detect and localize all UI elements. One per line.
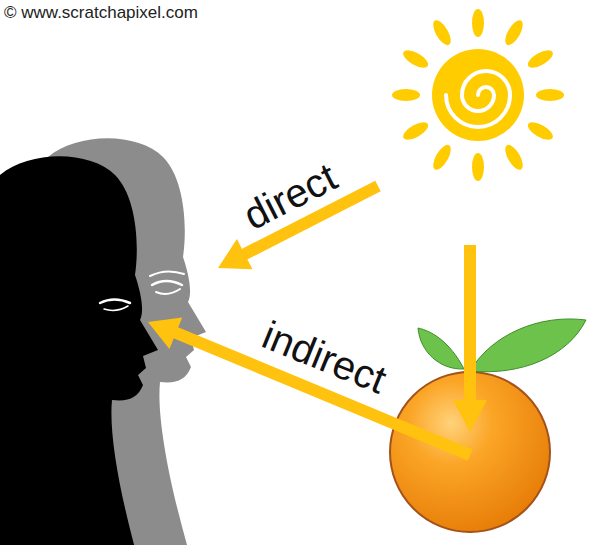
leaf <box>470 319 586 372</box>
sun-disc <box>432 49 524 141</box>
grey-eye <box>152 281 182 285</box>
sun-ray <box>430 142 454 172</box>
black-eye-lid <box>104 306 128 310</box>
sun-ray <box>392 89 420 101</box>
black-eye <box>100 300 130 304</box>
direct-arrow-head <box>218 239 253 269</box>
black-head-silhouette <box>0 156 158 545</box>
sun-ray <box>472 9 484 37</box>
sun-ray <box>430 18 454 48</box>
grey-eyebrow <box>150 271 184 276</box>
light-arrows <box>148 186 487 455</box>
watermark-text: © www.scratchapixel.com <box>4 3 198 22</box>
sun <box>392 9 564 181</box>
sun-ray <box>502 142 526 172</box>
sun-ray <box>536 89 564 101</box>
sun-ray <box>401 47 431 71</box>
sun-spiral <box>446 71 510 127</box>
sun-ray <box>525 47 555 71</box>
indirect-arrow-head <box>148 318 182 349</box>
leaf <box>418 328 464 369</box>
sun-ray <box>525 119 555 143</box>
sun-to-orange-arrow-shaft <box>464 245 476 402</box>
sun-ray <box>502 18 526 48</box>
sun-ray <box>401 119 431 143</box>
grey-eye-lid <box>156 289 180 294</box>
sun-ray <box>472 153 484 181</box>
sun-to-orange-arrow-head <box>453 400 487 432</box>
watermark: © www.scratchapixel.com <box>4 4 198 23</box>
